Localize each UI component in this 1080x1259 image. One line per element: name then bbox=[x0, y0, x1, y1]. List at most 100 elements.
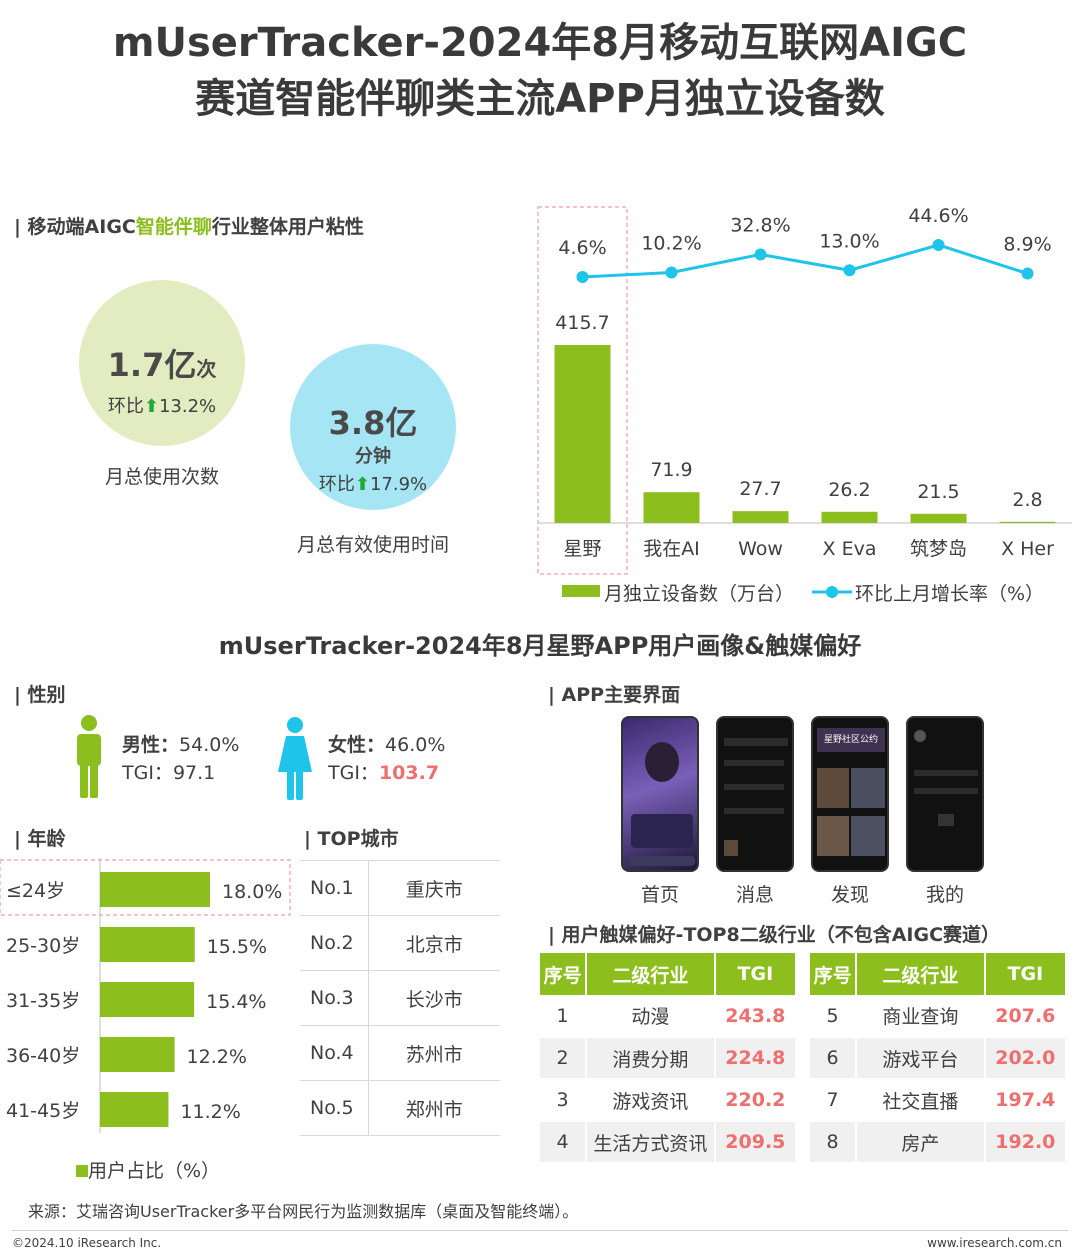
growth-line bbox=[582, 243, 1028, 279]
growth-point-1 bbox=[665, 266, 678, 279]
media-rank: 8 bbox=[810, 1121, 857, 1164]
category-label-3: X Eva bbox=[823, 538, 877, 560]
discover-banner: 星野社区公约 bbox=[817, 728, 885, 752]
media-header-cell: 二级行业 bbox=[586, 953, 716, 995]
media-header-cell: TGI bbox=[714, 953, 795, 995]
media-industry: 消费分期 bbox=[585, 1037, 716, 1080]
male-tgi: TGI：97.1 bbox=[122, 762, 216, 784]
media-rank: 7 bbox=[810, 1079, 857, 1122]
media-tgi: 192.0 bbox=[984, 1121, 1065, 1164]
bar-5 bbox=[999, 521, 1056, 523]
bar-0 bbox=[554, 345, 611, 523]
screen-label-discover: 发现 bbox=[830, 884, 869, 906]
legend-bar-swatch bbox=[562, 585, 600, 597]
legend-bar-label: 月独立设备数（万台） bbox=[604, 583, 794, 605]
bar-label-3: 26.2 bbox=[828, 479, 870, 501]
growth-point-4 bbox=[932, 239, 945, 251]
age-category-3: 36-40岁 bbox=[6, 1045, 80, 1067]
usage-count-caption: 月总使用次数 bbox=[104, 466, 219, 488]
screen-label-home: 首页 bbox=[640, 884, 679, 906]
male-stat: 男性：54.0% bbox=[122, 734, 240, 756]
media-section-title: | 用户触媒偏好-TOP8二级行业（不包含AIGC赛道） bbox=[548, 924, 1001, 946]
legend-line-marker bbox=[826, 586, 838, 598]
growth-label-1: 10.2% bbox=[641, 233, 701, 255]
age-value-4: 11.2% bbox=[180, 1101, 240, 1123]
city-rank: No.2 bbox=[300, 915, 369, 971]
growth-point-2 bbox=[754, 248, 767, 261]
age-bar-3 bbox=[100, 1037, 175, 1072]
media-tgi: 197.4 bbox=[984, 1079, 1065, 1122]
media-industry: 社交直播 bbox=[855, 1079, 986, 1122]
source-note: 来源：艾瑞咨询UserTracker多平台网民行为监测数据库（桌面及智能终端）。 bbox=[28, 1202, 579, 1221]
highlight-box bbox=[537, 206, 628, 575]
media-industry: 动漫 bbox=[585, 995, 716, 1038]
media-header-cell: 序号 bbox=[540, 953, 588, 995]
growth-point-5 bbox=[1021, 267, 1034, 280]
gender-section-title: | 性别 bbox=[14, 684, 66, 706]
female-icon bbox=[278, 717, 312, 800]
age-bar-4 bbox=[100, 1092, 169, 1127]
city-rank: No.3 bbox=[300, 970, 369, 1026]
city-name: 长沙市 bbox=[367, 970, 500, 1026]
up-arrow-icon: ⬆ bbox=[354, 474, 370, 495]
age-legend: 用户占比（%） bbox=[76, 1156, 220, 1183]
bar-label-5: 2.8 bbox=[1012, 489, 1042, 511]
usage-count-value: 1.7亿 bbox=[107, 346, 197, 384]
page-title-line1: mUserTracker-2024年8月移动互联网AIGC bbox=[112, 20, 968, 66]
legend-swatch bbox=[76, 1165, 88, 1177]
media-tgi: 207.6 bbox=[984, 995, 1065, 1038]
category-label-1: 我在AI bbox=[643, 538, 700, 560]
age-category-2: 31-35岁 bbox=[6, 990, 80, 1012]
age-value-0: 18.0% bbox=[222, 881, 282, 903]
age-highlight-box bbox=[0, 859, 291, 916]
age-category-0: ≤24岁 bbox=[6, 880, 65, 902]
stickiness-section-title: | 移动端AIGC智能伴聊行业整体用户粘性 bbox=[14, 216, 364, 238]
category-label-2: Wow bbox=[738, 538, 783, 560]
growth-label-5: 8.9% bbox=[1003, 234, 1051, 256]
city-name: 苏州市 bbox=[367, 1025, 500, 1081]
bar-1 bbox=[643, 492, 700, 523]
media-header-cell: 序号 bbox=[810, 953, 858, 995]
city-rank: No.5 bbox=[300, 1080, 369, 1136]
media-tgi: 209.5 bbox=[714, 1121, 795, 1164]
usage-count-change: 13.2% bbox=[158, 396, 217, 417]
media-industry: 生活方式资讯 bbox=[585, 1121, 716, 1164]
screen-label-profile: 我的 bbox=[925, 884, 964, 906]
media-tgi: 224.8 bbox=[714, 1037, 795, 1080]
media-rank: 5 bbox=[810, 995, 857, 1038]
category-label-5: X Her bbox=[1001, 538, 1054, 560]
copyright: ©2024.10 iResearch Inc. bbox=[12, 1236, 162, 1250]
media-header-cell: 二级行业 bbox=[856, 953, 986, 995]
media-rank: 4 bbox=[540, 1121, 587, 1164]
age-category-1: 25-30岁 bbox=[6, 935, 80, 957]
page-title-line2: 赛道智能伴聊类主流APP月独立设备数 bbox=[195, 76, 885, 122]
growth-point-3 bbox=[843, 264, 856, 277]
age-bar-2 bbox=[100, 982, 195, 1017]
legend-line-label: 环比上月增长率（%） bbox=[855, 583, 1044, 605]
media-industry: 商业查询 bbox=[855, 995, 986, 1038]
growth-label-2: 32.8% bbox=[730, 214, 790, 236]
app-ui-section-title: | APP主要界面 bbox=[548, 684, 681, 706]
bar-label-0: 415.7 bbox=[555, 312, 609, 334]
growth-label-0: 4.6% bbox=[558, 237, 606, 259]
age-value-3: 12.2% bbox=[187, 1046, 247, 1068]
website: www.iresearch.com.cn bbox=[927, 1236, 1062, 1250]
media-industry: 游戏资讯 bbox=[585, 1079, 716, 1122]
message-screen-thumbnail bbox=[716, 716, 794, 872]
media-industry: 房产 bbox=[855, 1121, 986, 1164]
female-stat: 女性：46.0% bbox=[328, 734, 446, 756]
